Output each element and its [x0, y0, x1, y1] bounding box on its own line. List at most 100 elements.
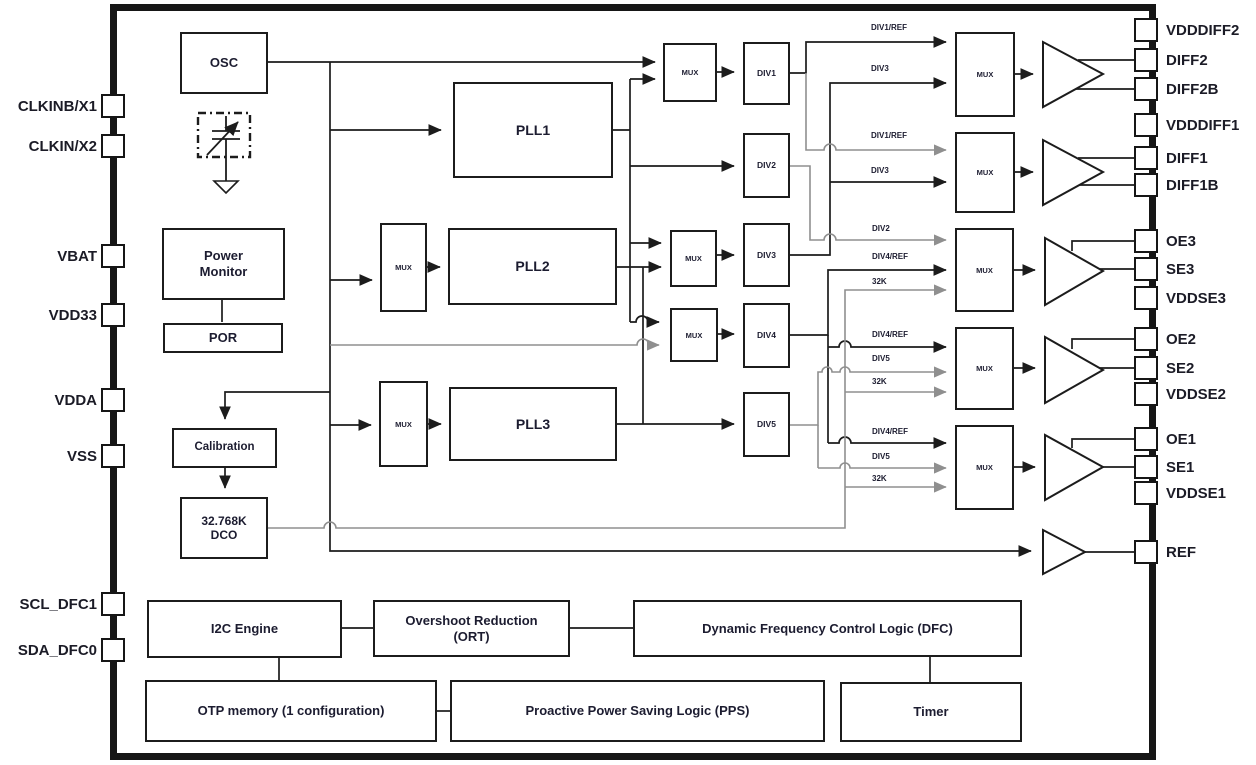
wire-label-div4ref-se2: DIV4/REF: [872, 330, 909, 339]
pin-ref: [1134, 540, 1158, 564]
se1-output-mux: MUX: [955, 425, 1014, 510]
pin-label-vddse1: VDDSE1: [1166, 485, 1227, 502]
pin-label-diff1b: DIFF1B: [1166, 177, 1219, 194]
pin-sda-dfc0: [101, 638, 125, 662]
pin-vbat: [101, 244, 125, 268]
pin-label-se3: SE3: [1166, 261, 1195, 278]
pin-vss: [101, 444, 125, 468]
pin-label-vdddiff1: VDDDIFF1: [1166, 117, 1240, 134]
dfc-block: Dynamic Frequency Control Logic (DFC): [633, 600, 1022, 657]
pin-label-sda-dfc0: SDA_DFC0: [17, 642, 97, 659]
diff2-output-mux: MUX: [955, 32, 1015, 117]
pin-vdddiff2: [1134, 18, 1158, 42]
pll1-block: PLL1: [453, 82, 613, 178]
pin-vdda: [101, 388, 125, 412]
pin-scl-dfc1: [101, 592, 125, 616]
i2c-engine-block: I2C Engine: [147, 600, 342, 658]
gray-wires: [268, 73, 947, 529]
pin-label-vdda: VDDA: [54, 392, 97, 409]
timer-block: Timer: [840, 682, 1022, 742]
pin-label-vss: VSS: [66, 448, 97, 465]
power-monitor-block: Power Monitor: [162, 228, 285, 300]
pll2-input-mux: MUX: [380, 223, 427, 312]
div3-input-mux: MUX: [670, 230, 717, 287]
pin-vddse1: [1134, 481, 1158, 505]
pin-label-ref: REF: [1166, 544, 1196, 561]
osc-block: OSC: [180, 32, 268, 94]
wire-label-div2-se3: DIV2: [872, 224, 890, 233]
pin-label-diff1: DIFF1: [1166, 150, 1208, 167]
pin-label-clkin-x2: CLKIN/X2: [28, 138, 97, 155]
wire-label-div3-diff2: DIV3: [871, 64, 889, 73]
diff1-buffer-icon: [1042, 138, 1106, 207]
por-block: POR: [163, 323, 283, 353]
varactor-icon: [196, 111, 252, 195]
output-buffers: [1042, 40, 1106, 576]
pin-vddse2: [1134, 382, 1158, 406]
pin-label-diff2: DIFF2: [1166, 52, 1208, 69]
pin-label-se2: SE2: [1166, 360, 1195, 377]
wire-label-div1ref-diff2: DIV1/REF: [871, 23, 908, 32]
pin-label-se1: SE1: [1166, 459, 1195, 476]
pin-label-scl-dfc1: SCL_DFC1: [19, 596, 97, 613]
pll3-block: PLL3: [449, 387, 617, 461]
pps-block: Proactive Power Saving Logic (PPS): [450, 680, 825, 742]
div5-block: DIV5: [743, 392, 790, 457]
otp-memory-block: OTP memory (1 configuration): [145, 680, 437, 742]
wire-label-div5-se2: DIV5: [872, 354, 890, 363]
ground-icon: [212, 180, 240, 195]
pin-oe1: [1134, 427, 1158, 451]
se3-output-mux: MUX: [955, 228, 1014, 312]
div3-block: DIV3: [743, 223, 790, 287]
pin-vdddiff1: [1134, 113, 1158, 137]
div4-block: DIV4: [743, 303, 790, 368]
pin-vddse3: [1134, 286, 1158, 310]
pin-label-diff2b: DIFF2B: [1166, 81, 1219, 98]
se3-buffer-icon: [1044, 236, 1105, 307]
pin-oe3: [1134, 229, 1158, 253]
div4-input-mux: MUX: [670, 308, 718, 362]
dco-block: 32.768K DCO: [180, 497, 268, 559]
pin-label-vdd33: VDD33: [48, 307, 97, 324]
wire-label-div4ref-se1: DIV4/REF: [872, 427, 909, 436]
se2-output-mux: MUX: [955, 327, 1014, 410]
ref-buffer-icon: [1042, 528, 1088, 576]
wire-label-div5-se1: DIV5: [872, 452, 890, 461]
pin-diff2b: [1134, 77, 1158, 101]
pin-label-clkinb-x1: CLKINB/X1: [17, 98, 97, 115]
pin-clkinb-x1: [101, 94, 125, 118]
calibration-block: Calibration: [172, 428, 277, 468]
se1-buffer-icon: [1044, 433, 1106, 502]
div1-input-mux: MUX: [663, 43, 717, 102]
wire-label-32k-se2: 32K: [872, 377, 887, 386]
pin-label-vdddiff2: VDDDIFF2: [1166, 22, 1240, 39]
wire-label-div4ref-se3: DIV4/REF: [872, 252, 909, 261]
wire-label-32k-se1: 32K: [872, 474, 887, 483]
pin-se2: [1134, 356, 1158, 380]
pin-diff1: [1134, 146, 1158, 170]
pin-diff2: [1134, 48, 1158, 72]
pin-label-oe1: OE1: [1166, 431, 1197, 448]
pin-se1: [1134, 455, 1158, 479]
pll3-input-mux: MUX: [379, 381, 428, 467]
div2-block: DIV2: [743, 133, 790, 198]
pin-oe2: [1134, 327, 1158, 351]
ort-block: Overshoot Reduction (ORT): [373, 600, 570, 657]
pin-diff1b: [1134, 173, 1158, 197]
pin-se3: [1134, 257, 1158, 281]
div1-block: DIV1: [743, 42, 790, 105]
pin-label-vddse3: VDDSE3: [1166, 290, 1227, 307]
pin-label-oe3: OE3: [1166, 233, 1197, 250]
pin-clkin-x2: [101, 134, 125, 158]
pin-vdd33: [101, 303, 125, 327]
diff1-output-mux: MUX: [955, 132, 1015, 213]
wire-label-div3-diff1: DIV3: [871, 166, 889, 175]
wire-label-div1ref-diff1: DIV1/REF: [871, 131, 908, 140]
pin-label-vbat: VBAT: [57, 248, 97, 265]
pin-label-oe2: OE2: [1166, 331, 1197, 348]
pll2-block: PLL2: [448, 228, 617, 305]
pin-label-vddse2: VDDSE2: [1166, 386, 1227, 403]
se2-buffer-icon: [1044, 335, 1106, 405]
